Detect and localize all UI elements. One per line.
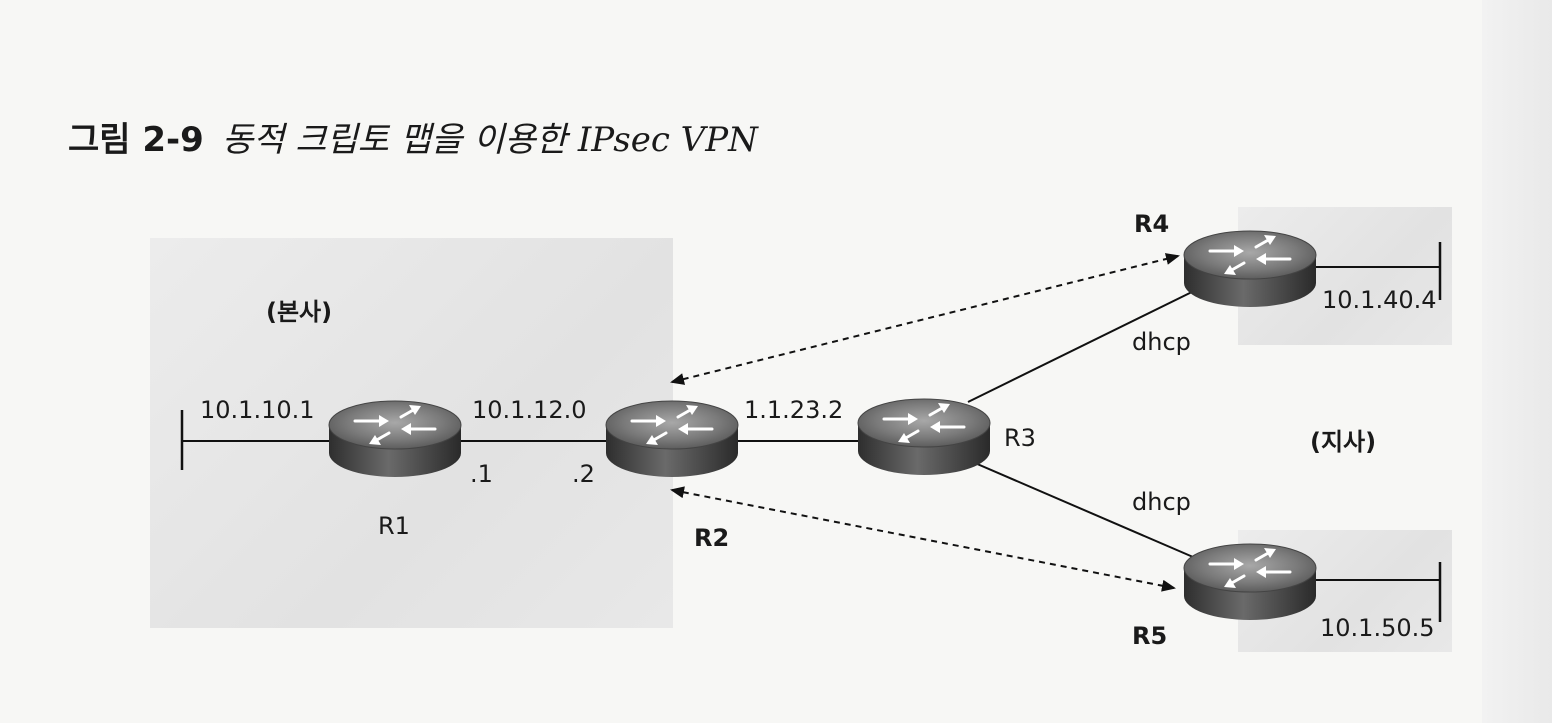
r2-interface-suffix: .2 bbox=[572, 460, 595, 488]
r4-lan-address: 10.1.40.4 bbox=[1322, 286, 1437, 314]
router-r1-label: R1 bbox=[378, 512, 410, 540]
router-r4-icon bbox=[1182, 229, 1318, 309]
vpn-tunnel-r2-r4 bbox=[670, 253, 1180, 385]
hq-site-label: (본사) bbox=[266, 298, 333, 326]
r5-lan-segment bbox=[1312, 562, 1442, 622]
page-edge bbox=[1482, 0, 1552, 723]
r3-r5-dhcp-label: dhcp bbox=[1132, 488, 1191, 516]
router-r2-label: R2 bbox=[694, 524, 730, 552]
router-r2-icon bbox=[604, 399, 740, 479]
figure-caption: 그림 2-9 동적 크립토 맵을 이용한 IPsec VPN bbox=[68, 118, 758, 162]
r1-lan-address: 10.1.10.1 bbox=[200, 396, 315, 424]
router-r3-label: R3 bbox=[1004, 424, 1036, 452]
figure-number: 그림 2-9 bbox=[68, 120, 204, 160]
r1-interface-suffix: .1 bbox=[470, 460, 493, 488]
figure-title: 동적 크립토 맵을 이용한 IPsec VPN bbox=[221, 120, 758, 160]
r1-r2-network: 10.1.12.0 bbox=[472, 396, 587, 424]
router-r3-icon bbox=[856, 397, 992, 477]
r1-lan-segment bbox=[180, 410, 330, 470]
r4-lan-segment bbox=[1312, 242, 1442, 300]
r5-lan-address: 10.1.50.5 bbox=[1320, 614, 1435, 642]
router-r5-icon bbox=[1182, 542, 1318, 622]
router-r5-label: R5 bbox=[1132, 622, 1168, 650]
branch-site-label: (지사) bbox=[1310, 428, 1377, 456]
router-r1-icon bbox=[327, 399, 463, 479]
router-r4-label: R4 bbox=[1134, 210, 1170, 238]
vpn-tunnel-r2-r5 bbox=[670, 486, 1176, 592]
r2-wan-address: 1.1.23.2 bbox=[744, 396, 844, 424]
r3-r4-dhcp-label: dhcp bbox=[1132, 328, 1191, 356]
